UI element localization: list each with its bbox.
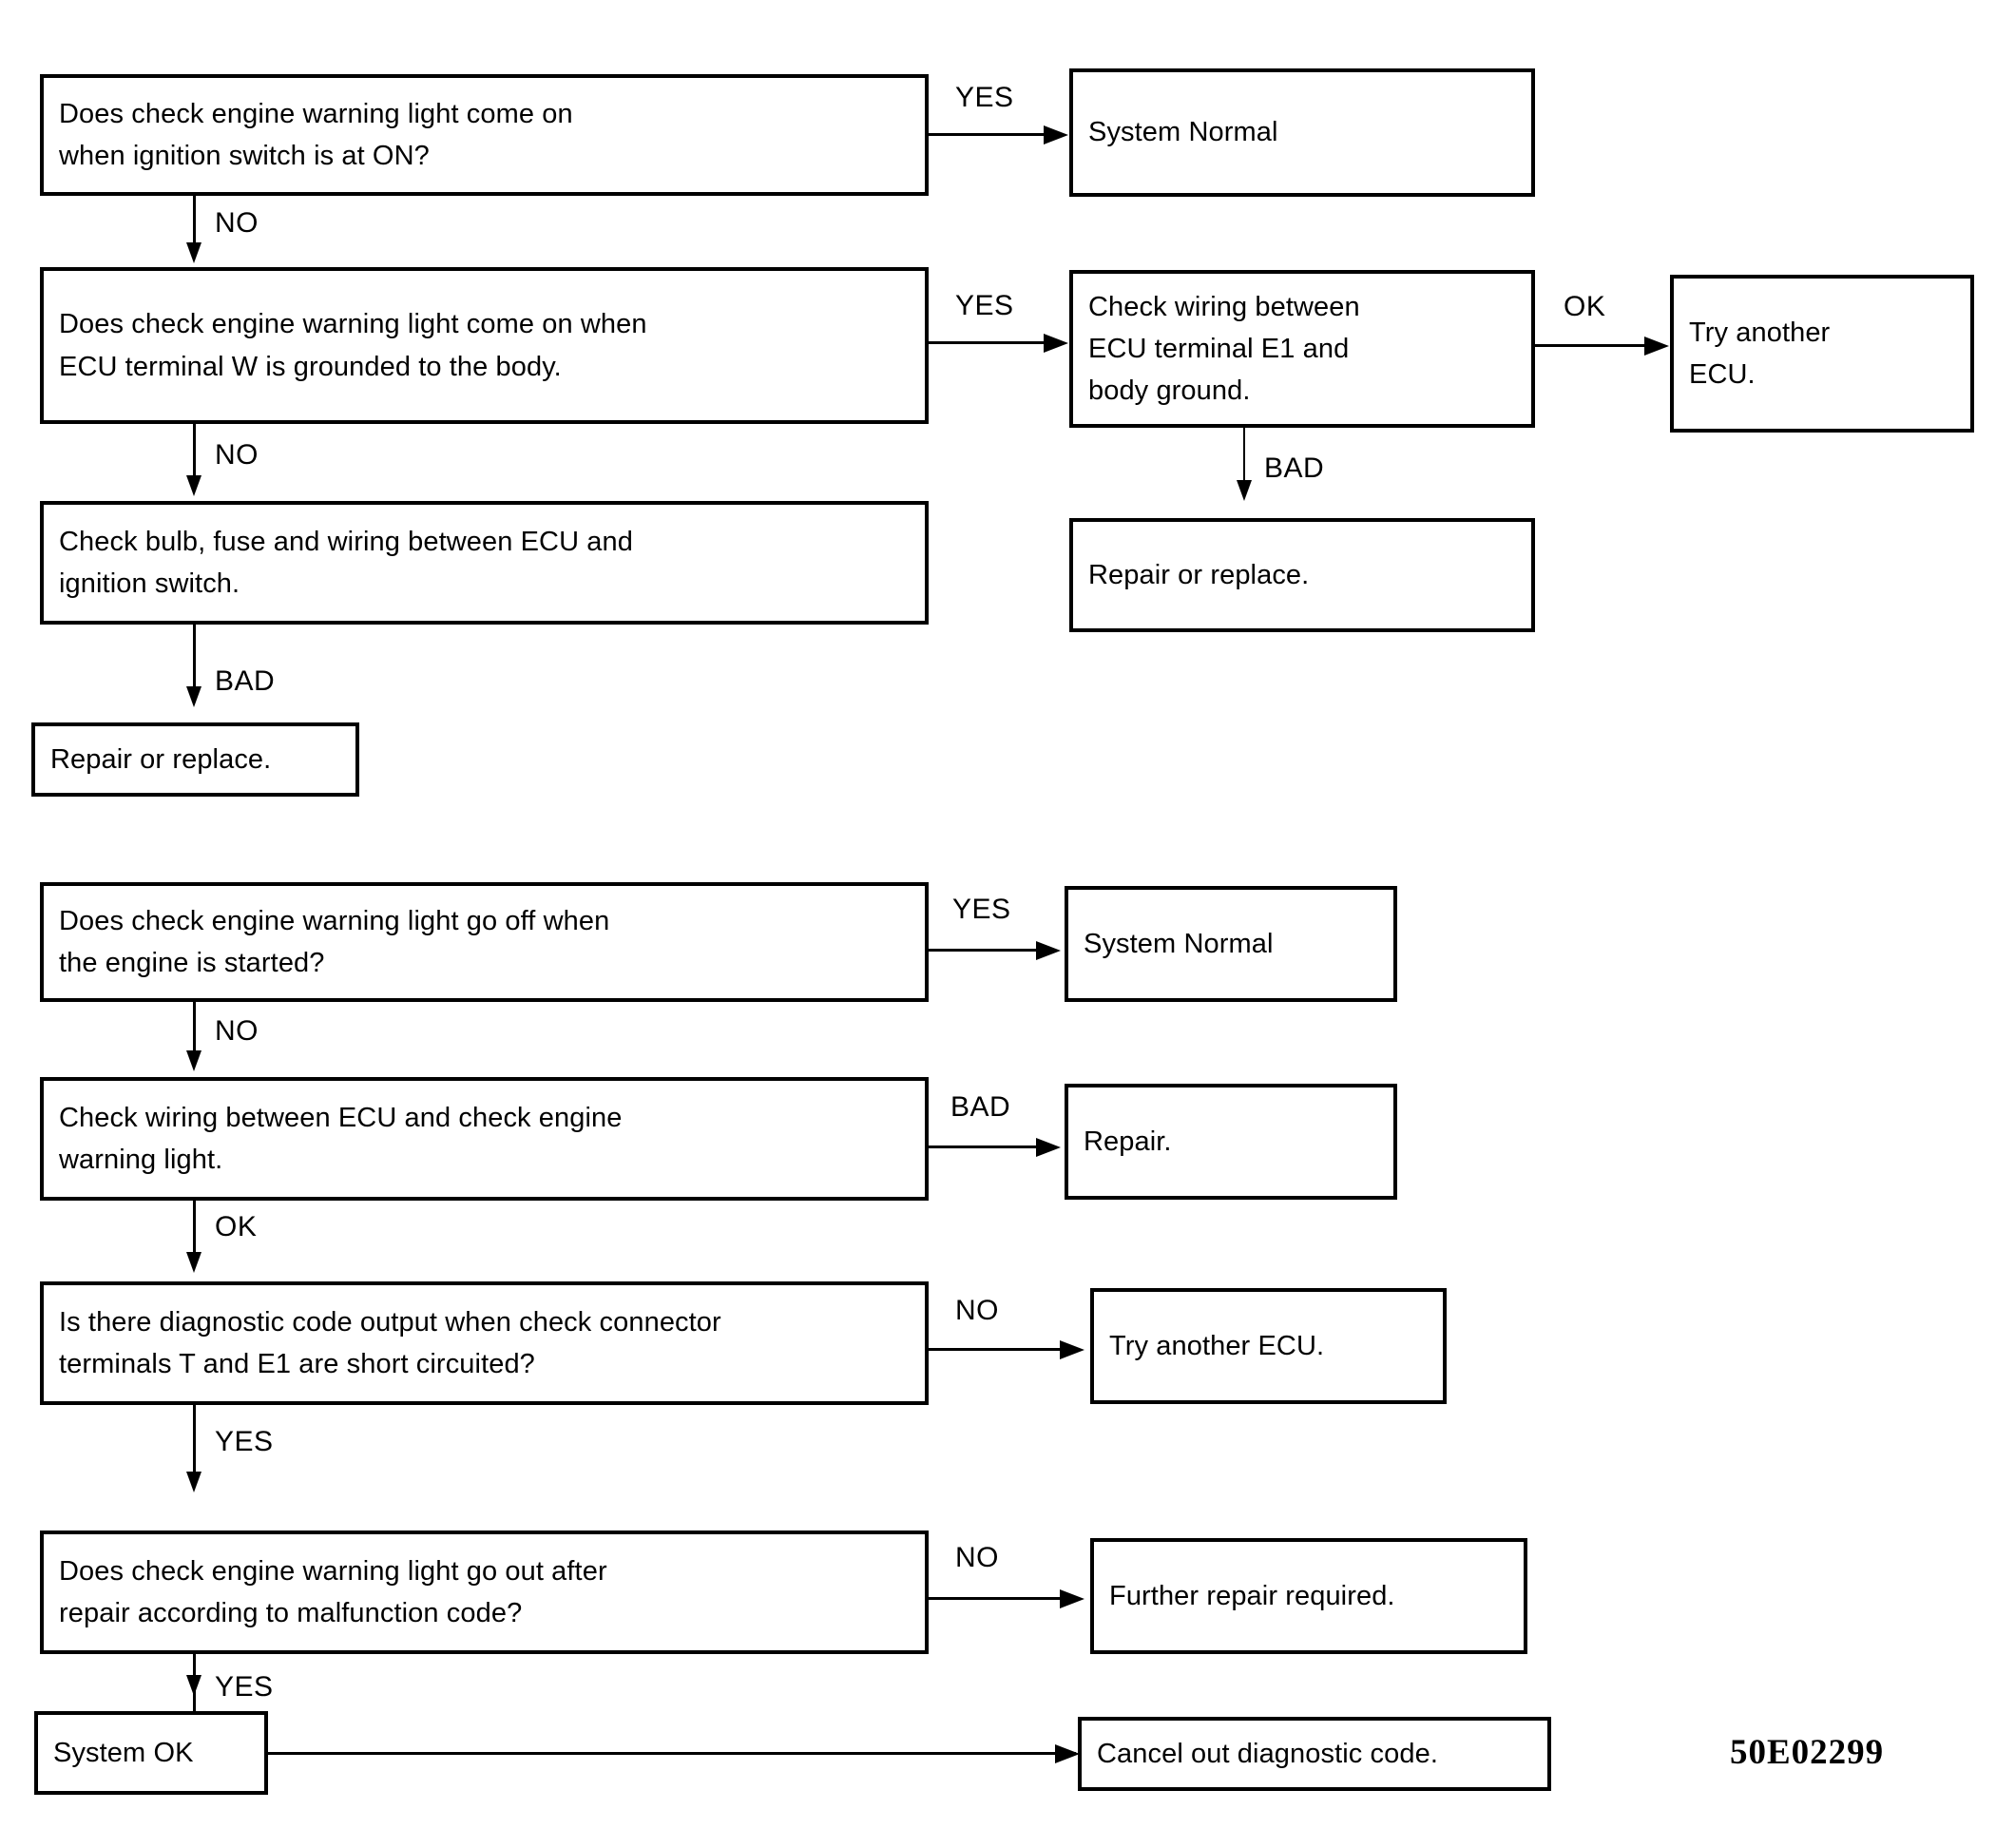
node-q1: Does check engine warning light come on … [40,74,929,196]
edge-q8-q9-arrow [186,1675,202,1696]
edge-q5-q6-line [193,1002,196,1061]
node-q7: Is there diagnostic code output when che… [40,1281,929,1405]
node-q6-text: Check wiring between ECU and check engin… [59,1102,623,1175]
node-q2-text: Does check engine warning light come on … [59,309,647,382]
edge-q3-r2-line [1535,344,1651,347]
edge-label-no5: NO [955,1542,999,1573]
edge-q1-r1-arrow [1044,125,1068,144]
node-r8-text: Further repair required. [1109,1580,1395,1611]
edge-q8-r8-arrow [1060,1589,1084,1608]
node-r9: Cancel out diagnostic code. [1078,1717,1551,1791]
edge-q5-q6-arrow [186,1050,202,1071]
node-r1-text: System Normal [1088,117,1278,148]
node-q4: Check bulb, fuse and wiring between ECU … [40,501,929,625]
edge-label-yes1: YES [955,82,1014,113]
edge-label-bad3: BAD [950,1091,1011,1123]
node-r7-text: Try another ECU. [1109,1330,1325,1361]
edge-q3-r2-arrow [1644,337,1669,356]
edge-label-no1: NO [215,207,259,239]
node-q4-text: Check bulb, fuse and wiring between ECU … [59,526,633,599]
node-r1: System Normal [1069,68,1535,197]
edge-q6-q7-line [193,1201,196,1261]
edge-label-ok1: OK [1564,291,1606,322]
node-r2: Try another ECU. [1670,275,1974,433]
edge-q7-r7-line [929,1348,1066,1351]
edge-q3-r3-arrow [1237,480,1252,501]
node-r5-text: System Normal [1084,928,1274,959]
edge-q6-r6-arrow [1036,1138,1061,1157]
edge-label-yes5: YES [215,1671,274,1703]
edge-q5-r5-line [929,949,1041,952]
edge-q2-q3-line [929,341,1050,344]
edge-label-yes3: YES [952,894,1011,925]
edge-q5-r5-arrow [1036,941,1061,960]
edge-q1-r1-line [929,133,1050,136]
figure-code: 50E02299 [1730,1733,1885,1772]
edge-q9-r9-arrow [1055,1744,1080,1763]
node-r3-text: Repair or replace. [1088,559,1310,590]
node-r7: Try another ECU. [1090,1288,1447,1404]
node-q5: Does check engine warning light go off w… [40,882,929,1002]
edge-label-no4: NO [955,1295,999,1326]
node-q7-text: Is there diagnostic code output when che… [59,1306,721,1379]
edge-q6-q7-arrow [186,1252,202,1273]
node-q8: Does check engine warning light go out a… [40,1530,929,1654]
node-r8: Further repair required. [1090,1538,1527,1654]
node-q1-text: Does check engine warning light come on … [59,98,573,171]
edge-q2-q4-line [193,424,196,487]
node-q3-text: Check wiring between ECU terminal E1 and… [1088,291,1360,407]
edge-label-no3: NO [215,1015,259,1047]
edge-q2-q4-arrow [186,475,202,496]
node-q3: Check wiring between ECU terminal E1 and… [1069,270,1535,428]
node-r2-text: Try another ECU. [1689,317,1831,390]
edge-q1-q2-arrow [186,242,202,263]
edge-q7-r7-arrow [1060,1340,1084,1359]
node-r5: System Normal [1065,886,1397,1002]
edge-q3-r3-line [1243,428,1245,492]
edge-q9-r9-line [268,1752,1076,1755]
node-q6: Check wiring between ECU and check engin… [40,1077,929,1201]
edge-label-no2: NO [215,439,259,471]
node-r9-text: Cancel out diagnostic code. [1097,1738,1438,1769]
node-r4: Repair or replace. [31,722,359,797]
node-q5-text: Does check engine warning light go off w… [59,905,610,978]
node-r3: Repair or replace. [1069,518,1535,632]
node-r4-text: Repair or replace. [50,743,272,775]
edge-q6-r6-line [929,1145,1041,1148]
node-q2: Does check engine warning light come on … [40,267,929,424]
edge-q8-r8-line [929,1597,1066,1600]
edge-q4-r4-arrow [186,686,202,707]
node-q8-text: Does check engine warning light go out a… [59,1555,607,1628]
edge-label-bad2: BAD [215,665,276,697]
edge-q4-r4-line [193,625,196,703]
node-r6: Repair. [1065,1084,1397,1200]
edge-q1-q2-line [193,196,196,253]
edge-label-ok2: OK [215,1211,258,1242]
node-q9: System OK [34,1711,268,1795]
edge-label-bad1: BAD [1264,452,1325,484]
edge-q7-q8-line [193,1405,196,1481]
edge-label-yes4: YES [215,1426,274,1457]
edge-q2-q3-arrow [1044,334,1068,353]
node-r6-text: Repair. [1084,1126,1172,1157]
edge-q7-q8-arrow [186,1472,202,1492]
edge-label-yes2: YES [955,290,1014,321]
node-q9-text: System OK [53,1737,194,1768]
